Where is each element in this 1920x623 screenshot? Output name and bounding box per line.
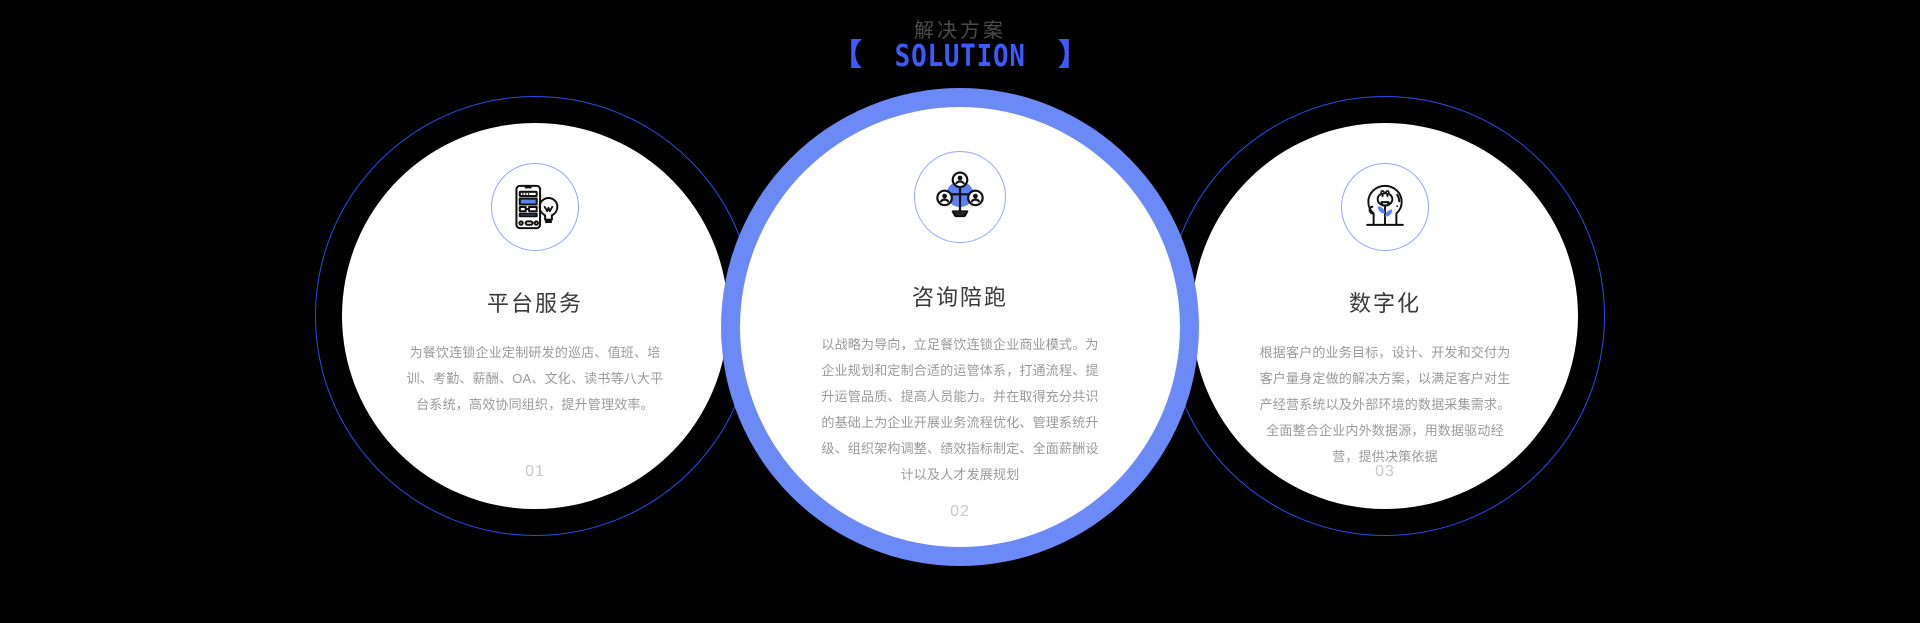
head-lightbulb-plant-icon bbox=[1341, 163, 1429, 251]
card-title: 数字化 bbox=[1348, 291, 1421, 316]
phone-lightbulb-icon bbox=[491, 163, 579, 251]
card-outer-ring: 平台服务 为餐饮连锁企业定制研发的巡店、值班、培训、考勤、薪酬、OA、文化、读书… bbox=[315, 96, 755, 536]
bracket-left-icon: 【 bbox=[831, 38, 862, 73]
solution-card-2[interactable]: 咨询陪跑 以战略为导向，立足餐饮连锁企业商业模式。为企业规划和定制合适的运管体系… bbox=[721, 88, 1199, 566]
card-title: 咨询陪跑 bbox=[911, 285, 1008, 310]
card-number: 02 bbox=[950, 503, 970, 520]
card-outer-ring: 数字化 根据客户的业务目标，设计、开发和交付为客户量身定做的解决方案，以满足客户… bbox=[1165, 96, 1605, 536]
bracket-right-icon: 】 bbox=[1058, 38, 1089, 73]
card-description: 根据客户的业务目标，设计、开发和交付为客户量身定做的解决方案，以满足客户对生产经… bbox=[1259, 345, 1511, 464]
card-body: 数字化 根据客户的业务目标，设计、开发和交付为客户量身定做的解决方案，以满足客户… bbox=[1192, 123, 1578, 509]
section-header: 【 解决方案 SOLUTION 】 bbox=[0, 16, 1920, 76]
solution-card-3[interactable]: 数字化 根据客户的业务目标，设计、开发和交付为客户量身定做的解决方案，以满足客户… bbox=[1165, 96, 1605, 536]
card-number: 01 bbox=[525, 463, 545, 480]
solution-cards: 平台服务 为餐饮连锁企业定制研发的巡店、值班、培训、考勤、薪酬、OA、文化、读书… bbox=[315, 88, 1605, 566]
card-title: 平台服务 bbox=[486, 291, 583, 316]
card-description: 以战略为导向，立足餐饮连锁企业商业模式。为企业规划和定制合适的运管体系，打通流程… bbox=[821, 337, 1099, 482]
card-number: 03 bbox=[1375, 463, 1395, 480]
card-outer-ring-highlight: 咨询陪跑 以战略为导向，立足餐饮连锁企业商业模式。为企业规划和定制合适的运管体系… bbox=[721, 88, 1199, 566]
card-description: 为餐饮连锁企业定制研发的巡店、值班、培训、考勤、薪酬、OA、文化、读书等八大平台… bbox=[406, 345, 664, 412]
card-body: 平台服务 为餐饮连锁企业定制研发的巡店、值班、培训、考勤、薪酬、OA、文化、读书… bbox=[342, 123, 728, 509]
team-structure-icon bbox=[914, 151, 1006, 243]
section-title-block: 解决方案 SOLUTION bbox=[884, 21, 1037, 72]
section-title-en: SOLUTION bbox=[894, 38, 1026, 74]
section-title-cn: 解决方案 bbox=[914, 19, 1006, 42]
card-body: 咨询陪跑 以战略为导向，立足餐饮连锁企业商业模式。为企业规划和定制合适的运管体系… bbox=[740, 107, 1180, 547]
solution-card-1[interactable]: 平台服务 为餐饮连锁企业定制研发的巡店、值班、培训、考勤、薪酬、OA、文化、读书… bbox=[315, 96, 755, 536]
